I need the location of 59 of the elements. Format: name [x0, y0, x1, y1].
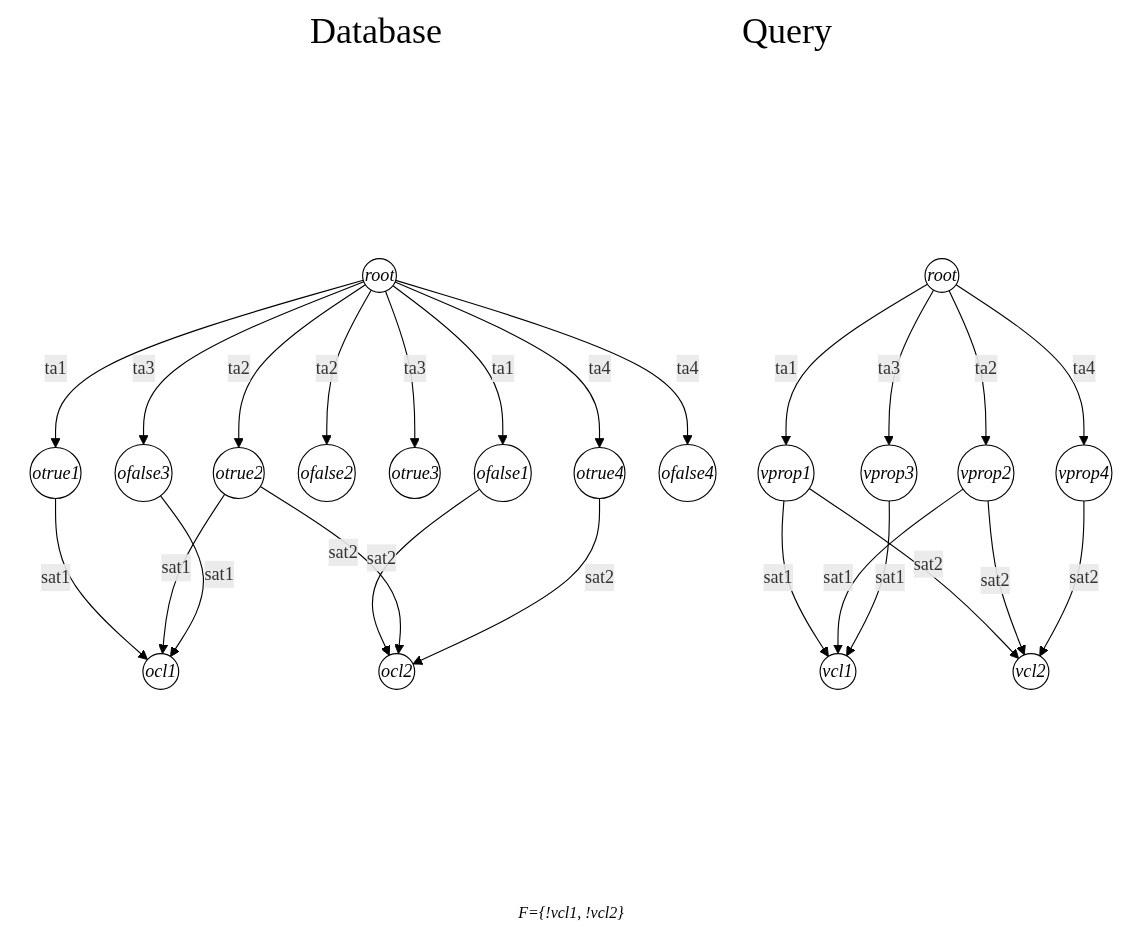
edge-label: sat2 [913, 553, 943, 574]
edge-label: sat2 [328, 542, 358, 562]
node-circle: root [924, 258, 960, 293]
node-circle: vcl2 [1012, 653, 1050, 690]
arrow [138, 281, 365, 445]
edge-label: sat1 [40, 567, 71, 587]
node-circle: otrue1 [29, 446, 82, 500]
edge-label: sat2 [366, 547, 397, 568]
node-circle: ocl2 [378, 653, 416, 690]
node-circle: vprop2 [957, 444, 1015, 502]
node-circle: otrue2 [212, 446, 265, 500]
edge-label: ta2 [974, 358, 998, 378]
arrow [395, 279, 693, 445]
arrow [50, 279, 364, 448]
arrow [955, 284, 1089, 446]
edge-label: ta4 [1072, 358, 1096, 378]
formula-caption: F={!vcl1, !vcl2} [518, 904, 624, 922]
node-circle: ofalse3 [114, 443, 173, 503]
node-circle: ocl1 [142, 653, 180, 690]
arrow [781, 283, 928, 446]
node-circle: vcl1 [819, 653, 857, 690]
arrow [371, 488, 480, 656]
edge-label: sat2 [1069, 567, 1099, 587]
node-circle: otrue4 [573, 446, 626, 500]
edge-label: ta2 [227, 358, 250, 378]
arrow [160, 495, 204, 657]
node-circle: ofalse4 [658, 443, 717, 503]
node-circle: ofalse1 [473, 443, 532, 503]
node-circle: otrue3 [388, 446, 441, 500]
edge-label: ta3 [132, 358, 155, 378]
node-circle: root [362, 258, 397, 293]
edge-label: ta3 [403, 358, 426, 378]
section-heading: Database [310, 10, 442, 52]
edge-label: ta4 [676, 358, 699, 378]
edge-label: ta1 [44, 358, 67, 378]
node-circle: vprop4 [1055, 444, 1113, 502]
node-circle: vprop1 [757, 444, 815, 502]
edge-label: sat1 [161, 557, 191, 577]
edge-label: sat1 [763, 567, 793, 587]
section-heading: Query [742, 10, 832, 52]
edge-label: ta1 [774, 358, 798, 378]
edge-label: sat2 [980, 570, 1010, 590]
edge-label: ta1 [491, 358, 514, 378]
arrow [55, 497, 148, 660]
arrow [158, 493, 226, 655]
edge-label: sat1 [204, 564, 234, 584]
node-circle: vprop3 [860, 444, 918, 502]
edge-label: sat1 [875, 567, 905, 587]
node-circle: ofalse2 [297, 443, 356, 503]
arrow [394, 281, 605, 448]
edge-label: ta3 [877, 358, 901, 378]
arrow [233, 284, 366, 448]
edge-label: sat1 [823, 567, 853, 587]
arrow [392, 285, 508, 445]
edge-label: ta4 [588, 358, 611, 378]
edge-label: sat2 [584, 567, 615, 587]
arrow [259, 485, 405, 655]
edge-label: ta2 [315, 358, 338, 378]
arrow [412, 497, 601, 665]
